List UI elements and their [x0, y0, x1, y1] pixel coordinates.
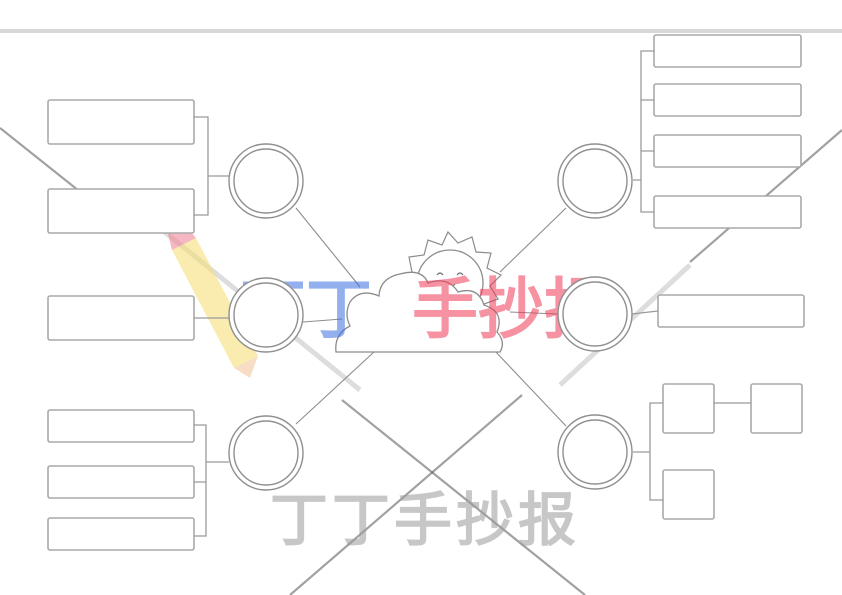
right-middle-node-circle: [557, 276, 633, 352]
right-bottom-box-2: [662, 469, 715, 520]
connector-top-left: [295, 207, 361, 288]
connector-top-right: [499, 207, 567, 273]
right-top-bracket: [633, 50, 654, 213]
bottom-watermark-text: 丁丁手抄报: [270, 486, 580, 554]
right-bottom-box-1-child: [750, 383, 803, 434]
left-middle-box: [47, 295, 195, 341]
right-top-box-2: [653, 83, 802, 117]
left-top-bracket: [194, 116, 229, 216]
left-middle-node-circle: [228, 277, 304, 353]
right-top-box-4: [653, 195, 802, 229]
right-middle-link: [631, 310, 659, 315]
connector-bottom-right: [493, 349, 567, 427]
left-bottom-box-2: [47, 465, 195, 499]
right-top-box-1: [653, 34, 802, 68]
left-top-box-2: [47, 188, 195, 234]
connector-bottom-left: [295, 351, 375, 425]
watermark-line-center-up: [289, 394, 523, 595]
connector-middle-left: [302, 318, 343, 323]
right-bottom-box-1: [662, 383, 715, 434]
left-top-box-1: [47, 99, 195, 145]
right-top-node-circle: [557, 143, 633, 219]
right-bottom-node-circle: [557, 414, 633, 490]
right-middle-box: [657, 294, 805, 328]
left-bottom-box-3: [47, 517, 195, 551]
left-bottom-box-1: [47, 409, 195, 443]
left-bottom-node-circle: [228, 415, 304, 491]
right-top-box-3: [653, 134, 802, 168]
connector-lines: [295, 207, 567, 427]
connector-middle-right: [509, 311, 559, 315]
central-cloud-sun: [335, 230, 504, 353]
left-bottom-bracket: [194, 424, 229, 537]
right-bottom-bracket: [633, 402, 751, 501]
watermark-line-center-down: [341, 399, 586, 595]
cloud-icon: [335, 271, 504, 353]
left-top-node-circle: [228, 143, 304, 219]
